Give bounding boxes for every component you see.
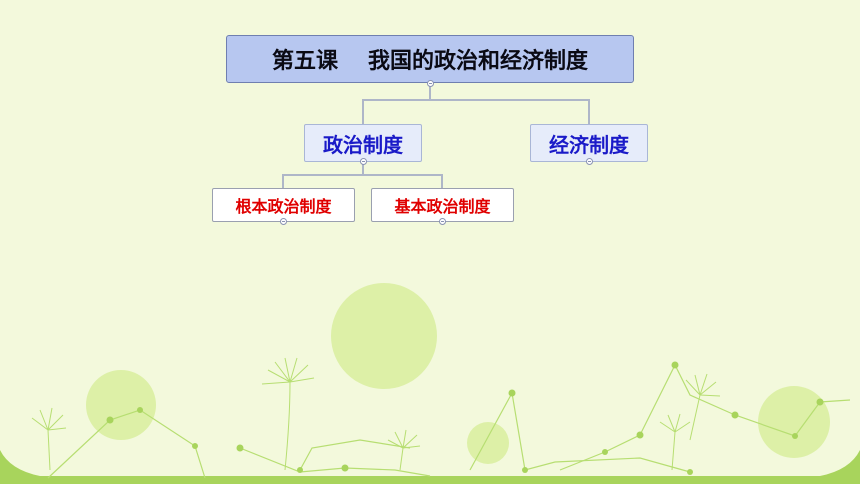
leaf-label: 根本政治制度 [235, 197, 332, 216]
deco-circle [467, 422, 509, 464]
leaf-label: 基本政治制度 [394, 197, 491, 216]
leaf-node-basic: 基本政治制度 [371, 188, 514, 222]
expand-icon[interactable] [586, 158, 593, 165]
connector-root-economic [430, 99, 590, 124]
leaf-node-fundamental: 根本政治制度 [212, 188, 355, 222]
root-title-label: 我国的政治和经济制度 [368, 49, 589, 74]
root-course-label: 第五课 [271, 49, 338, 74]
connector-root-political [362, 83, 431, 124]
branch-label: 政治制度 [323, 132, 403, 157]
collapse-icon[interactable] [360, 158, 367, 165]
deco-circle [86, 370, 156, 440]
collapse-icon[interactable] [427, 80, 434, 87]
connector-political-basic [363, 174, 443, 188]
deco-circle [758, 386, 830, 458]
branch-label: 经济制度 [549, 132, 629, 157]
bottom-wave [0, 450, 860, 484]
branch-node-political: 政治制度 [304, 124, 422, 162]
connector-political-fundamental [282, 162, 364, 188]
branch-node-economic: 经济制度 [530, 124, 648, 162]
deco-circle [331, 283, 437, 389]
expand-icon[interactable] [439, 218, 446, 225]
root-node: 第五课 我国的政治和经济制度 [226, 35, 634, 83]
expand-icon[interactable] [280, 218, 287, 225]
